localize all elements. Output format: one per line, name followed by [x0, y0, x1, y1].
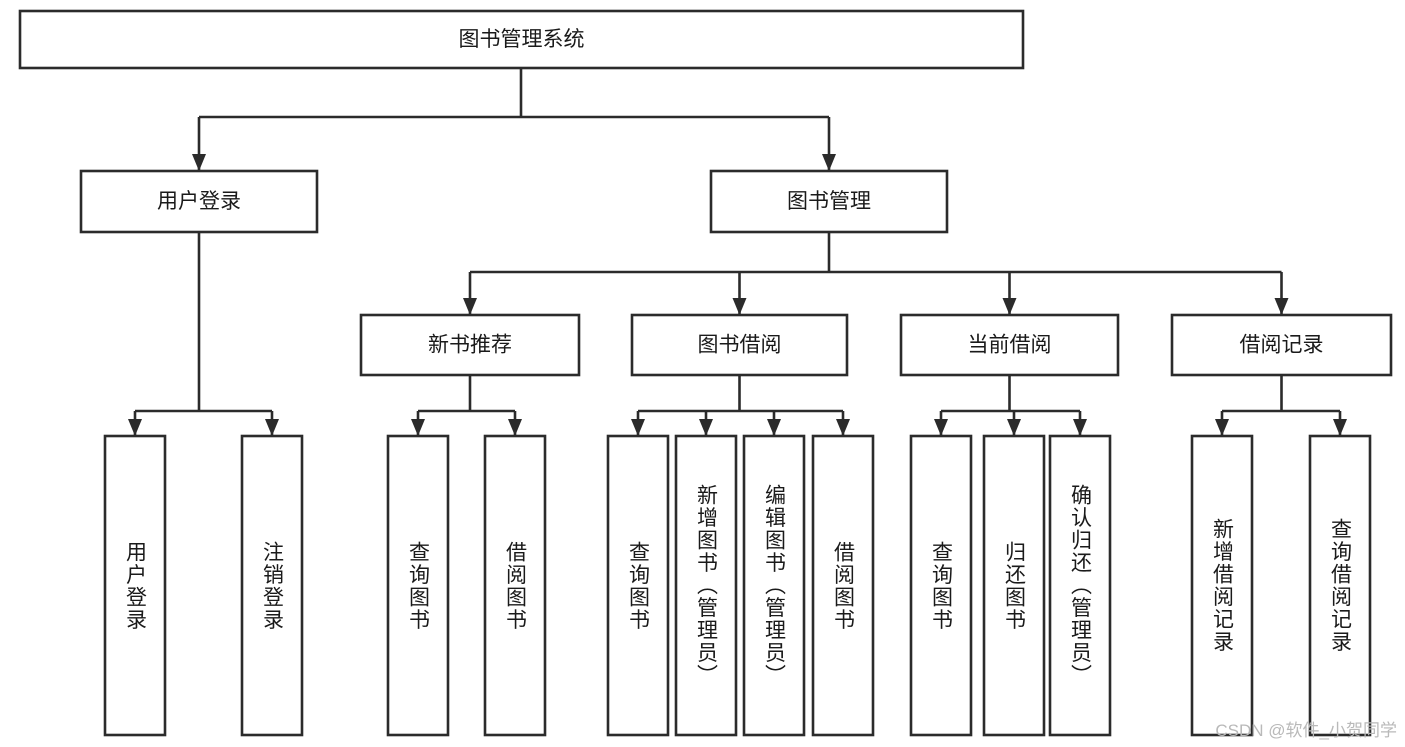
leaf-box-9[interactable]: [982, 434, 1046, 737]
leaf-box-4[interactable]: [606, 434, 670, 737]
arrow-head-icon-leaf-11: [1215, 419, 1229, 436]
leaf-box-2[interactable]: [386, 434, 450, 737]
arrow-head-icon-level2-1: [822, 154, 836, 171]
node-level3-box-1[interactable]: [630, 313, 849, 377]
node-level3-label-3: 借阅记录: [1240, 334, 1324, 357]
arrow-head-icon-leaf-9: [1007, 419, 1021, 436]
boxes-layer: [18, 9, 1393, 737]
leaf-box-11[interactable]: [1190, 434, 1254, 737]
arrow-head-icon-leaf-0: [128, 419, 142, 436]
arrow-head-icon-level3-1: [732, 298, 747, 315]
leaf-box-8[interactable]: [909, 434, 973, 737]
arrow-head-icon-leaf-12: [1333, 419, 1347, 436]
node-level3-label-1: 图书借阅: [698, 334, 782, 357]
leaf-box-5[interactable]: [674, 434, 738, 737]
arrow-head-icon-leaf-6: [767, 419, 781, 436]
leaf-box-6[interactable]: [742, 434, 806, 737]
node-level2-box-0[interactable]: [79, 169, 319, 234]
leaf-box-1[interactable]: [240, 434, 304, 737]
arrow-head-icon-leaf-8: [934, 419, 948, 436]
arrow-head-icon-level2-0: [192, 154, 206, 171]
node-level3-box-2[interactable]: [899, 313, 1120, 377]
arrow-head-icon-leaf-3: [508, 419, 522, 436]
arrow-head-icon-level3-0: [463, 298, 477, 315]
node-level3-box-0[interactable]: [359, 313, 581, 377]
leaf-box-7[interactable]: [811, 434, 875, 737]
arrow-head-icon-leaf-1: [265, 419, 279, 436]
arrow-head-icon-leaf-10: [1073, 419, 1087, 436]
node-level3-box-3[interactable]: [1170, 313, 1393, 377]
node-level2-label-0: 用户登录: [157, 190, 241, 213]
node-level3-label-2: 当前借阅: [968, 334, 1052, 357]
node-level3-label-0: 新书推荐: [428, 334, 512, 357]
leaf-box-0[interactable]: [103, 434, 167, 737]
arrow-head-icon-leaf-2: [411, 419, 425, 436]
arrow-head-icon-leaf-7: [836, 419, 850, 436]
node-root-label: 图书管理系统: [459, 28, 585, 51]
node-level2-box-1[interactable]: [709, 169, 949, 234]
leaf-box-12[interactable]: [1308, 434, 1372, 737]
node-root-box[interactable]: [18, 9, 1025, 70]
arrow-head-icon-level3-2: [1002, 298, 1017, 315]
leaf-box-10[interactable]: [1048, 434, 1112, 737]
arrow-head-icon-leaf-5: [699, 419, 713, 436]
arrow-head-icon-leaf-4: [631, 419, 645, 436]
leaf-box-3[interactable]: [483, 434, 547, 737]
connectors-layer: [128, 68, 1347, 436]
node-level2-label-1: 图书管理: [787, 190, 871, 213]
arrow-head-icon-level3-3: [1274, 298, 1289, 315]
